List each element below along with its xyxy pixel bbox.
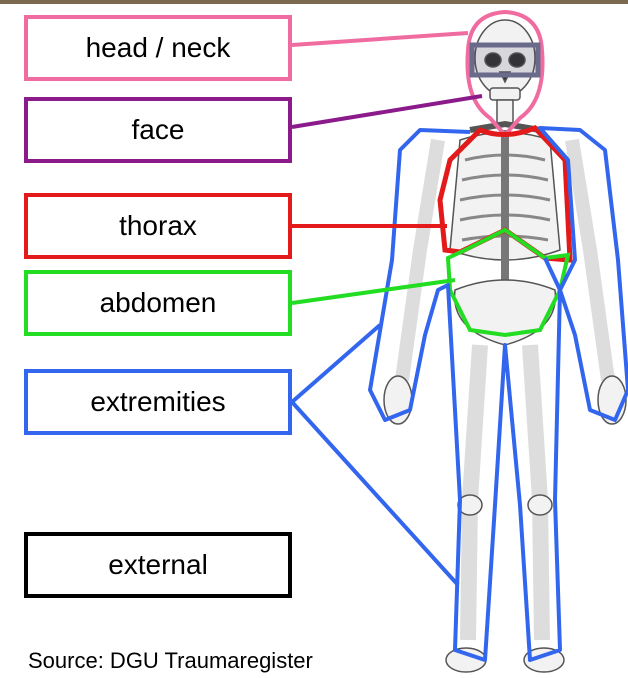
abdomen-connector — [292, 280, 455, 303]
source-caption: Source: DGU Traumaregister — [28, 648, 313, 674]
abdomen-label: abdomen — [24, 270, 292, 336]
extremities-connector-lower — [292, 402, 458, 585]
head-neck-label: head / neck — [24, 15, 292, 81]
external-label: external — [24, 532, 292, 598]
thorax-label: thorax — [24, 193, 292, 259]
head-neck-connector — [292, 33, 468, 45]
extremities-label: extremities — [24, 369, 292, 435]
face-outline — [472, 45, 538, 75]
extremities-connector-upper — [292, 325, 380, 402]
face-connector — [292, 96, 482, 127]
face-label: face — [24, 97, 292, 163]
